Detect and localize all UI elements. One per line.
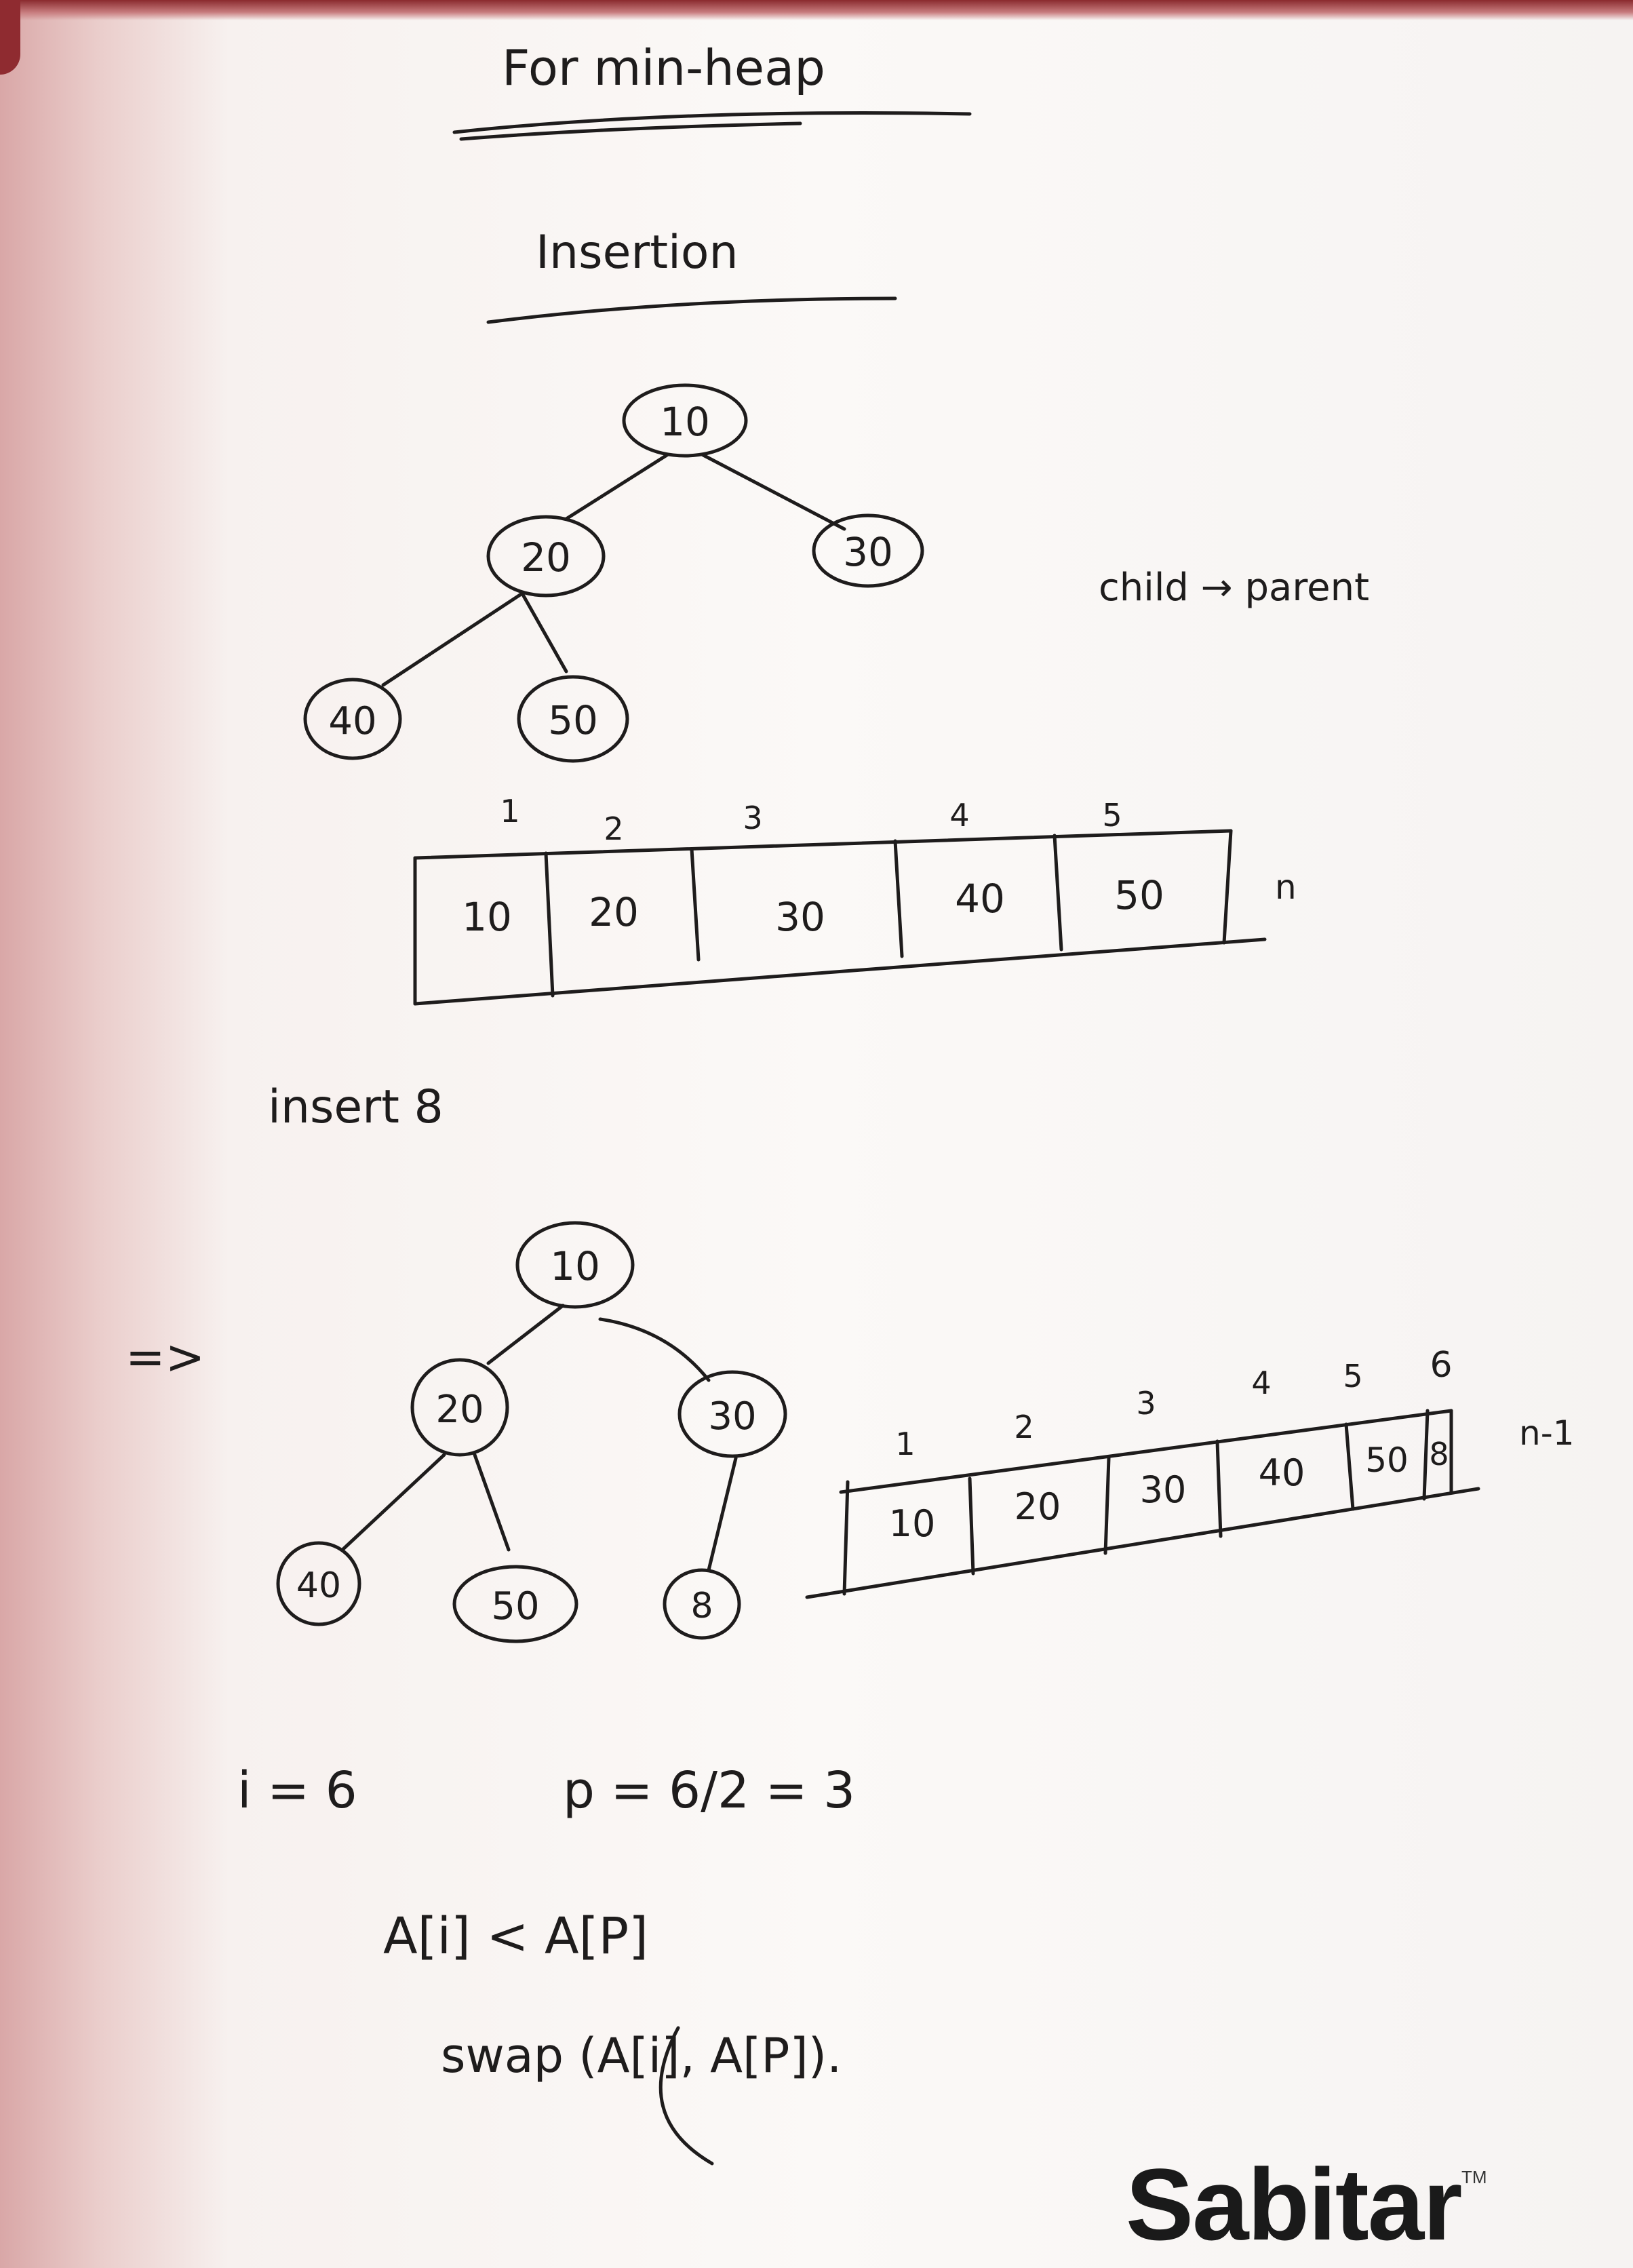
tree2-edge-root-right — [598, 1317, 711, 1382]
tree2-edge-left-leftleft — [340, 1453, 446, 1552]
tree1-node-left-left: 40 — [303, 678, 402, 760]
swap-paren-stroke — [658, 2026, 714, 2166]
svg-text:50: 50 — [548, 697, 598, 743]
array1: 1 2 3 4 5 10 20 30 40 50 n — [413, 793, 1297, 1006]
compare-expression: A[i] < A[P] — [383, 1907, 648, 1966]
svg-text:n-1: n-1 — [1519, 1413, 1575, 1453]
tree2-node-root: 10 — [515, 1221, 635, 1309]
tree2-edge-right-rightleft — [707, 1456, 738, 1572]
svg-text:8: 8 — [690, 1586, 713, 1626]
implies-arrow: => — [125, 1329, 205, 1385]
side-note: child → parent — [1099, 566, 1369, 610]
tree2-edge-left-leftright — [473, 1453, 511, 1552]
svg-text:10: 10 — [889, 1502, 936, 1545]
array2-top-border — [839, 1409, 1453, 1494]
svg-text:2: 2 — [1014, 1409, 1034, 1445]
svg-text:40: 40 — [328, 699, 376, 743]
tree1-node-root: 10 — [622, 383, 748, 458]
swap-expression: swap (A[i], A[P]). — [441, 2028, 842, 2084]
svg-text:5: 5 — [1102, 797, 1122, 834]
svg-text:4: 4 — [1251, 1365, 1271, 1401]
svg-text:1: 1 — [895, 1426, 915, 1462]
insert-label: insert 8 — [268, 1080, 444, 1134]
svg-text:4: 4 — [949, 797, 969, 834]
brand-trademark: TM — [1461, 2167, 1487, 2187]
svg-text:n: n — [1275, 867, 1297, 907]
tree2-node-left-right: 50 — [452, 1565, 578, 1643]
tree1-edge-left-leftleft — [381, 591, 524, 687]
svg-text:50: 50 — [1114, 872, 1164, 918]
svg-text:40: 40 — [296, 1565, 341, 1606]
svg-text:30: 30 — [1140, 1468, 1187, 1511]
formula-i: i = 6 — [237, 1761, 357, 1820]
svg-text:50: 50 — [491, 1584, 539, 1628]
tree1-node-left: 20 — [486, 515, 606, 598]
brand-logo: Sabitar — [1126, 2147, 1463, 2261]
svg-text:3: 3 — [1136, 1385, 1156, 1422]
array1-bottom-border — [413, 937, 1267, 1006]
svg-text:30: 30 — [775, 894, 825, 940]
array2-bottom-border — [805, 1487, 1480, 1599]
svg-text:30: 30 — [708, 1394, 756, 1439]
svg-text:20: 20 — [1015, 1485, 1061, 1528]
svg-text:40: 40 — [955, 876, 1005, 922]
svg-text:30: 30 — [843, 529, 893, 575]
tree1-node-right: 30 — [812, 513, 924, 588]
svg-text:10: 10 — [550, 1243, 600, 1289]
svg-text:6: 6 — [1430, 1345, 1452, 1386]
tree1-edge-left-leftright — [520, 591, 568, 673]
tree1-edge-root-right — [700, 452, 846, 531]
svg-text:20: 20 — [589, 889, 639, 935]
page-corner-shadow — [0, 0, 20, 75]
svg-text:40: 40 — [1259, 1451, 1305, 1494]
svg-text:2: 2 — [604, 810, 623, 847]
tree2-edge-root-left — [486, 1304, 565, 1365]
title-underline — [452, 111, 972, 134]
svg-text:20: 20 — [521, 534, 571, 581]
svg-text:10: 10 — [660, 399, 710, 445]
svg-text:50: 50 — [1365, 1441, 1409, 1480]
tree2-node-right: 30 — [677, 1370, 787, 1458]
svg-text:10: 10 — [462, 894, 512, 940]
subtitle-underline — [486, 296, 897, 324]
page-top-edge — [0, 0, 1633, 20]
tree1-node-left-right: 50 — [517, 675, 629, 763]
notes-title: For min-heap — [502, 39, 825, 96]
array2: 1 2 3 4 5 6 10 20 30 40 50 8 n-1 — [805, 1345, 1575, 1599]
title-underline-2 — [459, 121, 802, 141]
tree2-node-right-left: 8 — [663, 1568, 741, 1640]
array1-top-border — [413, 829, 1233, 860]
svg-text:20: 20 — [435, 1388, 484, 1432]
tree2-node-left-left: 40 — [276, 1541, 361, 1626]
svg-text:8: 8 — [1429, 1436, 1449, 1472]
formula-p: p = 6/2 = 3 — [563, 1761, 855, 1820]
svg-text:3: 3 — [743, 800, 762, 836]
tree1-edge-root-left — [564, 452, 670, 521]
svg-text:5: 5 — [1343, 1358, 1362, 1394]
notes-subtitle: Insertion — [536, 226, 739, 279]
tree2-node-left: 20 — [410, 1358, 509, 1457]
svg-text:1: 1 — [500, 793, 519, 829]
